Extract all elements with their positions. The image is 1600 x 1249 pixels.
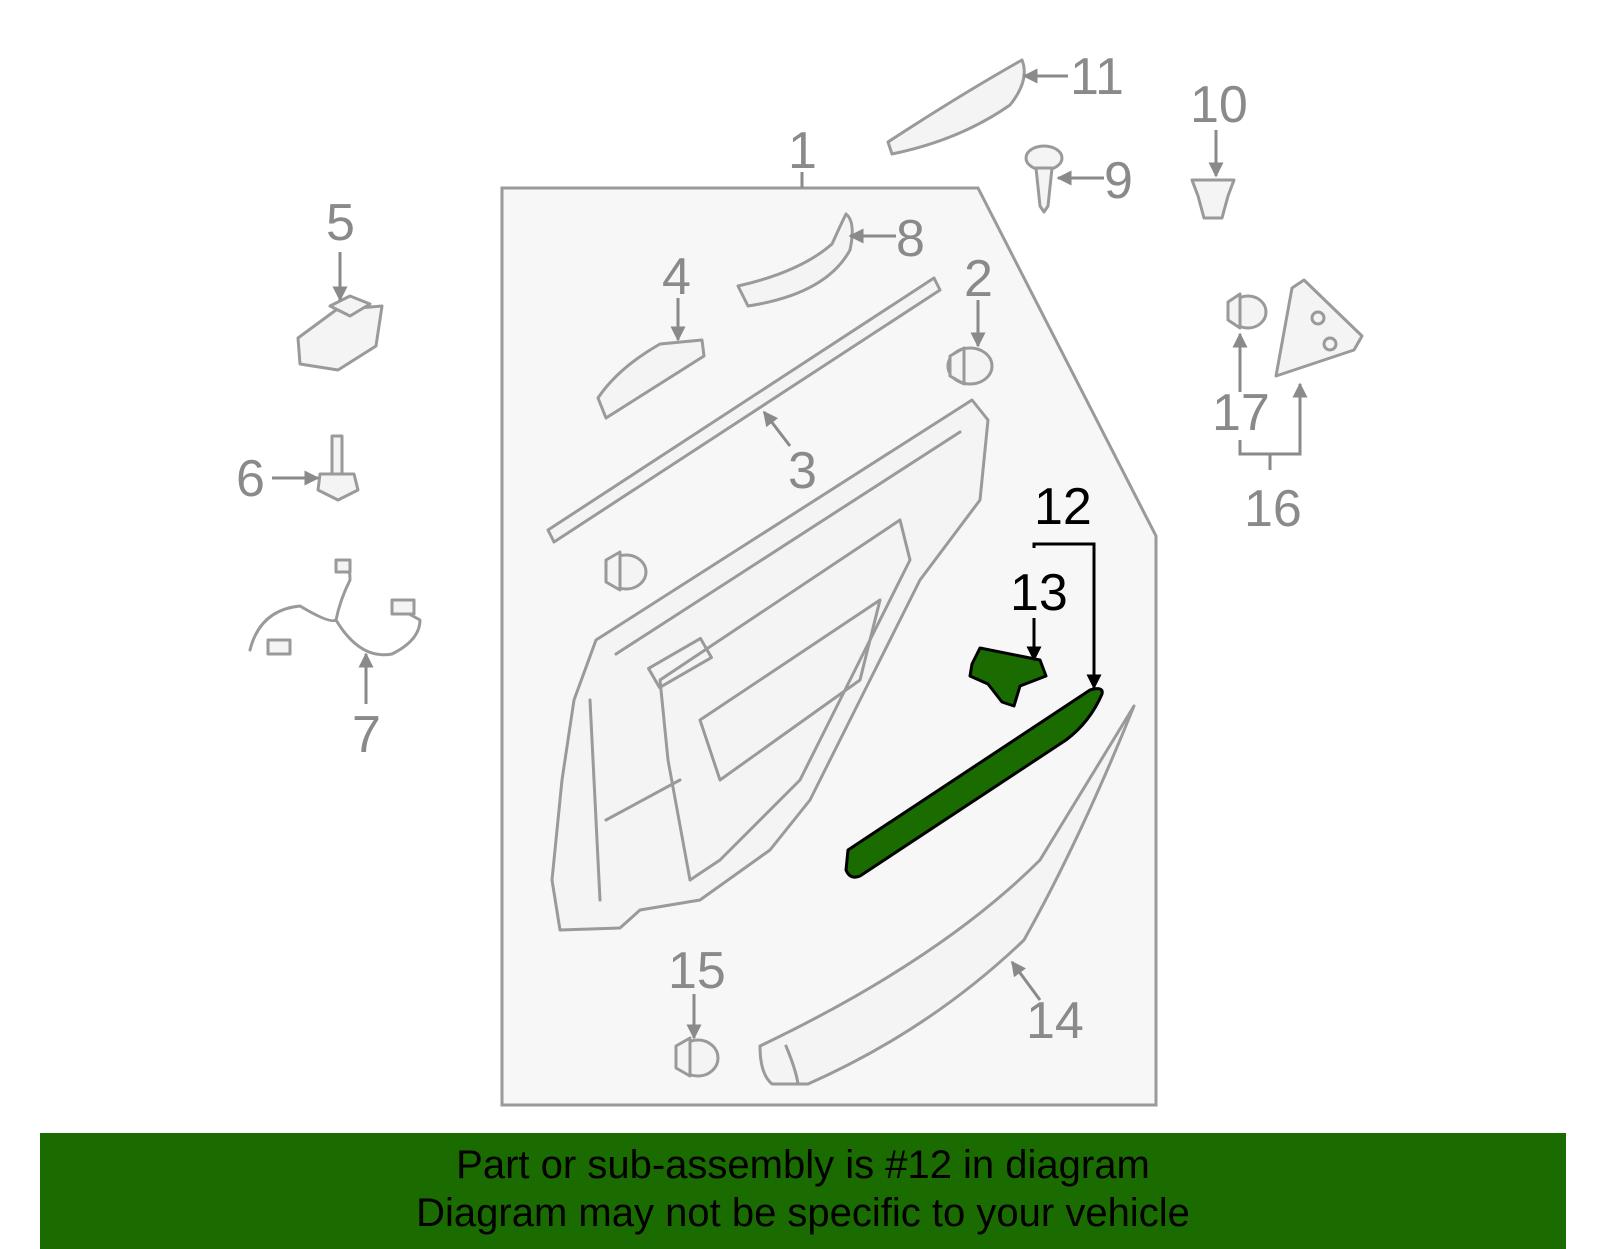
info-banner: Part or sub-assembly is #12 in diagram D… <box>40 1133 1566 1249</box>
part-13-molding-clip <box>968 646 1048 708</box>
part-7-wire-harness <box>248 558 422 657</box>
callout-16: 16 <box>1244 480 1302 538</box>
callout-12: 12 <box>1034 478 1092 536</box>
door-trim-panel <box>550 398 990 932</box>
part-17-clip <box>1226 292 1268 330</box>
callout-5: 5 <box>326 194 355 252</box>
banner-line-2: Diagram may not be specific to your vehi… <box>416 1191 1190 1235</box>
callout-13: 13 <box>1010 564 1068 622</box>
callout-2: 2 <box>964 250 993 308</box>
part-16-bracket <box>1274 278 1364 378</box>
callout-9: 9 <box>1104 152 1133 210</box>
callout-3: 3 <box>788 442 817 500</box>
part-4-switch-bezel <box>596 338 706 420</box>
part-2-clip <box>946 346 994 386</box>
banner-line-1: Part or sub-assembly is #12 in diagram <box>456 1143 1150 1187</box>
part-15-clip <box>674 1036 720 1078</box>
part-11-trim-strip <box>886 58 1026 156</box>
part-3-belt-weatherstrip <box>546 276 942 544</box>
callout-11: 11 <box>1070 48 1124 106</box>
callout-7: 7 <box>352 706 381 764</box>
callout-15: 15 <box>668 942 726 1000</box>
callout-8: 8 <box>896 210 925 268</box>
part-9-screw <box>1024 144 1064 214</box>
callout-10: 10 <box>1190 76 1248 134</box>
callout-17: 17 <box>1212 384 1270 442</box>
callout-4: 4 <box>662 248 691 306</box>
callout-1: 1 <box>788 122 817 180</box>
callout-14: 14 <box>1026 992 1084 1050</box>
part-14-lower-molding <box>758 704 1136 1086</box>
trim-clip <box>604 550 648 592</box>
part-10-clip-nut <box>1190 178 1236 220</box>
callout-6: 6 <box>236 450 265 508</box>
part-6-screw <box>316 434 360 502</box>
part-8-pull-handle <box>736 212 854 308</box>
part-5-window-switch <box>296 294 384 372</box>
